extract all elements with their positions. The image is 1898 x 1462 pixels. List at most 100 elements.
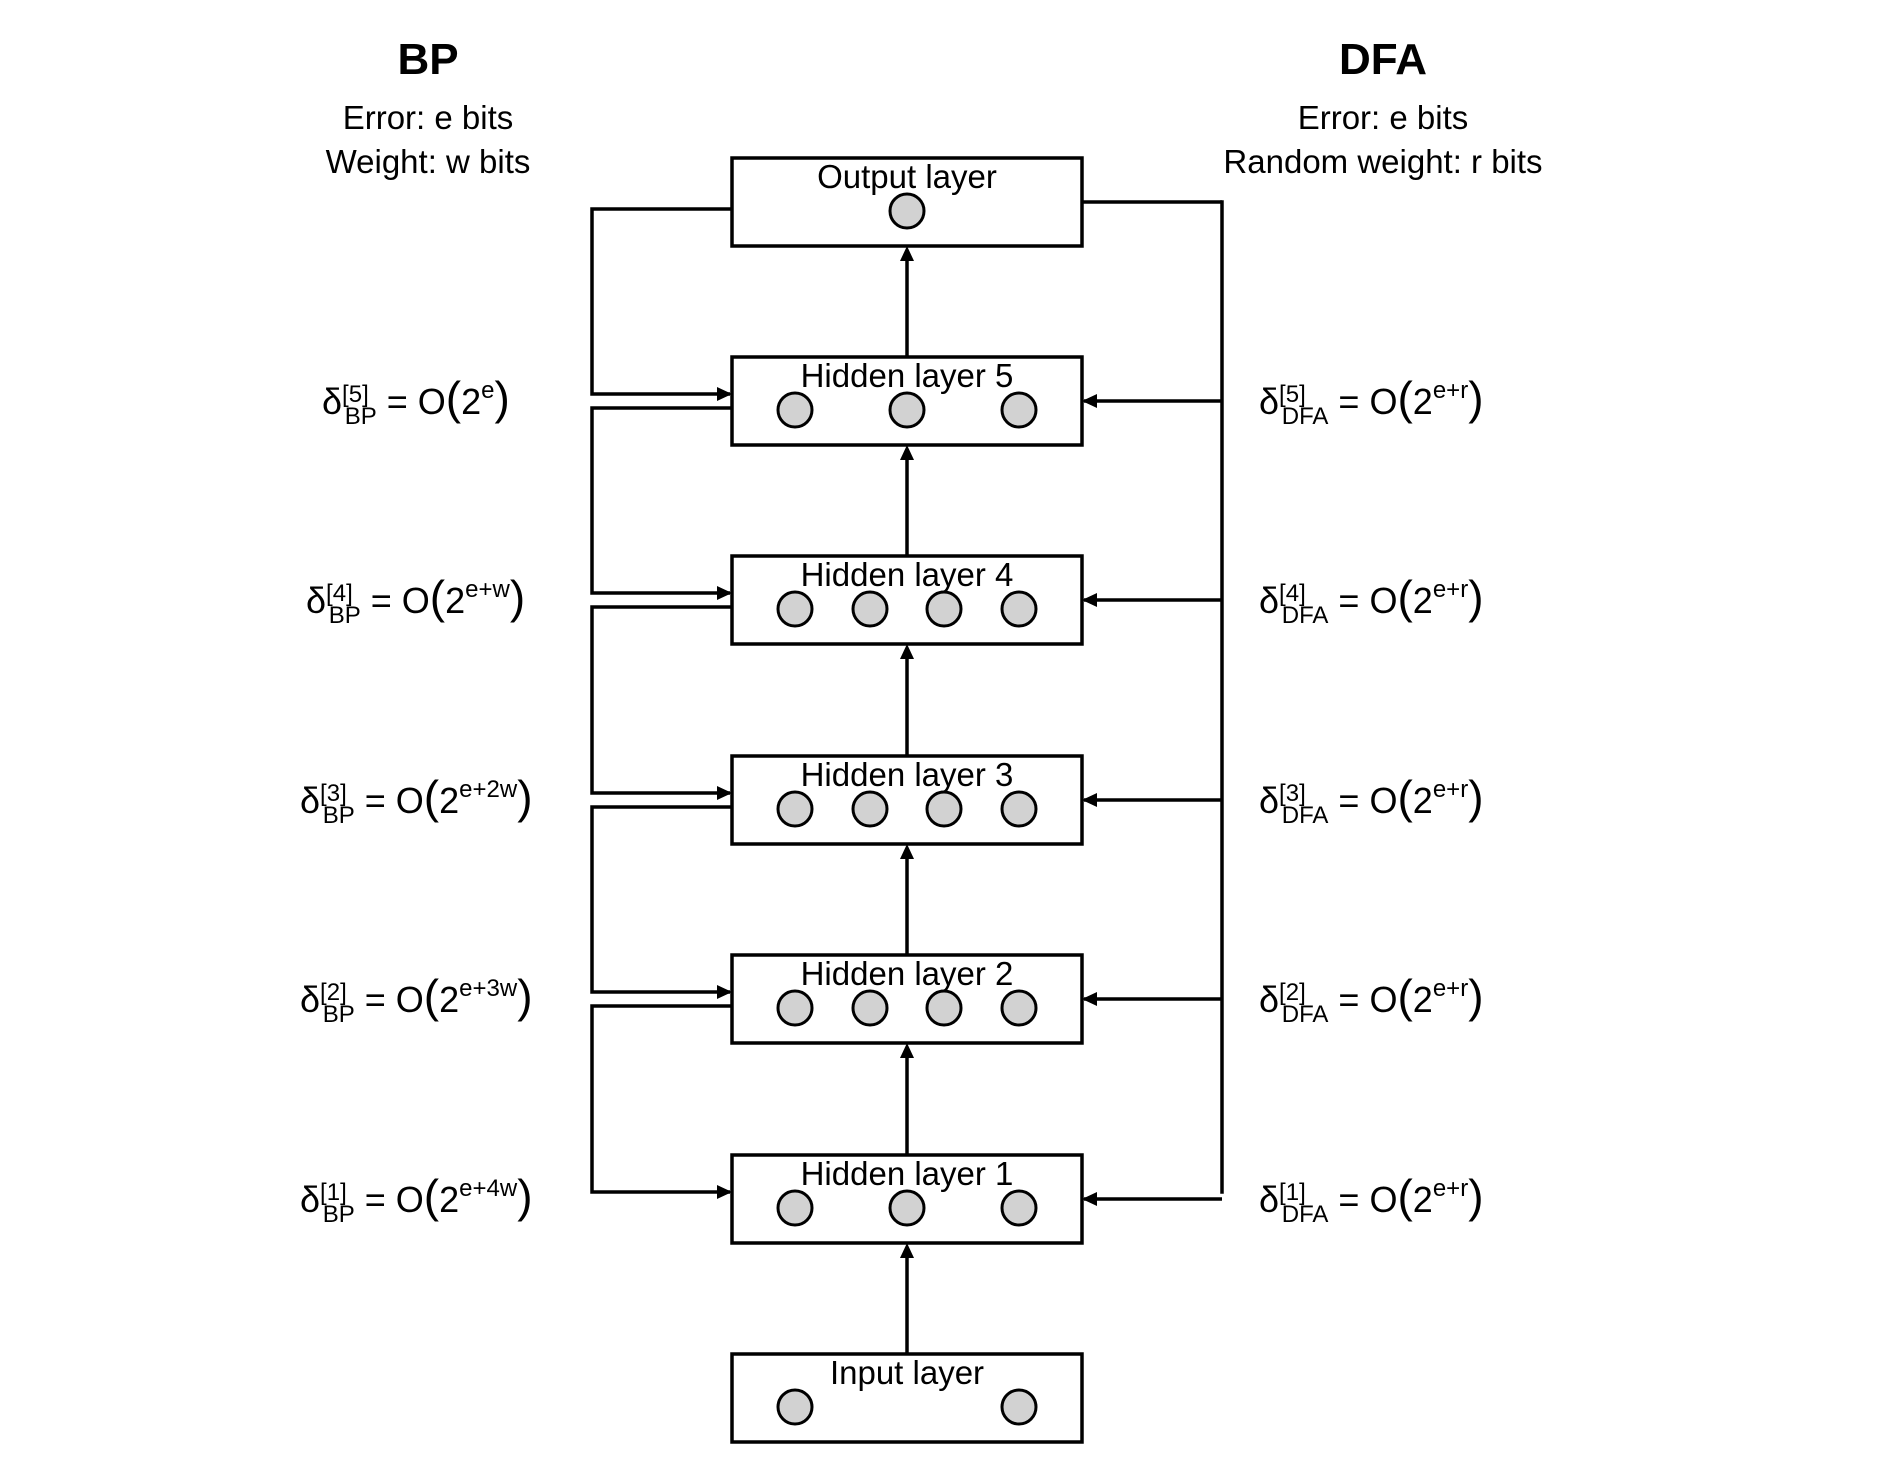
bp-delta-equation: δ[5]BP = O(2e) xyxy=(322,372,510,430)
equation-part: ( xyxy=(424,1170,440,1222)
equation-part: 2 xyxy=(439,780,459,821)
neuron xyxy=(851,989,889,1027)
bp-delta-equations: δ[5]BP = O(2e)δ[4]BP = O(2e+w)δ[3]BP = O… xyxy=(300,372,533,1228)
equation-part: δ xyxy=(300,1179,320,1220)
bp-feedback-path xyxy=(590,605,732,795)
dfa-weight-bits: Random weight: r bits xyxy=(1223,143,1542,180)
dfa-title: DFA xyxy=(1339,35,1427,84)
bp-feedback-arrowhead xyxy=(717,1185,732,1199)
equation-part: ( xyxy=(1397,970,1413,1022)
neuron xyxy=(776,790,814,828)
equation-part: O xyxy=(396,780,424,821)
layer-label: Hidden layer 3 xyxy=(801,756,1014,793)
equation-part: 2 xyxy=(445,580,465,621)
neuron xyxy=(776,1388,814,1426)
bp-feedback-arrowhead xyxy=(717,387,732,401)
equation-part: [1] xyxy=(1279,1179,1306,1206)
equation-part: 2 xyxy=(1413,1179,1433,1220)
layer-box: Hidden layer 3 xyxy=(730,754,1084,846)
feedback-wires xyxy=(590,200,1224,1354)
equation-part: ) xyxy=(1468,571,1483,623)
layer-box: Hidden layer 1 xyxy=(730,1153,1084,1245)
layer-label: Hidden layer 1 xyxy=(801,1155,1014,1192)
bp-weight-bits: Weight: w bits xyxy=(326,143,531,180)
dfa-delta-equation: δ[2]DFA = O(2e+r) xyxy=(1259,970,1484,1028)
dfa-delta-equation: δ[1]DFA = O(2e+r) xyxy=(1259,1170,1484,1228)
neuron xyxy=(1000,989,1038,1027)
forward-arrowhead xyxy=(900,1043,914,1058)
forward-arrowhead xyxy=(900,246,914,261)
equation-part: ) xyxy=(1468,970,1483,1022)
equation-part: ) xyxy=(495,372,510,424)
equation-part: O xyxy=(418,381,446,422)
equation-part: ( xyxy=(424,970,440,1022)
bp-delta-equation: δ[4]BP = O(2e+w) xyxy=(306,571,525,629)
neuron xyxy=(1000,790,1038,828)
layer-box: Input layer xyxy=(730,1352,1084,1444)
equation-part: ( xyxy=(430,571,446,623)
neuron xyxy=(925,989,963,1027)
equation-part: DFA xyxy=(1282,802,1329,829)
equation-part: 2 xyxy=(439,1179,459,1220)
neuron xyxy=(776,590,814,628)
equation-part: DFA xyxy=(1282,1201,1329,1228)
layer-box: Hidden layer 4 xyxy=(730,554,1084,646)
equation-part: ( xyxy=(1397,771,1413,823)
layer-box: Hidden layer 5 xyxy=(730,355,1084,447)
equation-part: ( xyxy=(1397,372,1413,424)
equation-part: DFA xyxy=(1282,403,1329,430)
equation-part: = xyxy=(1328,780,1369,821)
equation-part: = xyxy=(377,381,418,422)
equation-part: [3] xyxy=(320,780,347,807)
dfa-delta-equation: δ[4]DFA = O(2e+r) xyxy=(1259,571,1484,629)
equation-part: δ xyxy=(300,979,320,1020)
equation-part: BP xyxy=(323,1001,355,1028)
equation-part: [4] xyxy=(1279,580,1306,607)
equation-part: ( xyxy=(424,771,440,823)
layer-box: Hidden layer 2 xyxy=(730,953,1084,1045)
equation-part: ) xyxy=(517,970,532,1022)
equation-part: = xyxy=(355,780,396,821)
equation-part: = xyxy=(1328,580,1369,621)
neuron xyxy=(851,590,889,628)
equation-part: O xyxy=(1369,381,1397,422)
equation-part: ) xyxy=(1468,372,1483,424)
equation-part: [5] xyxy=(1279,381,1306,408)
equation-part: = xyxy=(1328,381,1369,422)
bp-feedback-path xyxy=(590,406,732,595)
equation-part: e+w xyxy=(465,576,510,603)
bp-delta-equation: δ[2]BP = O(2e+3w) xyxy=(300,970,533,1028)
equation-part: O xyxy=(396,1179,424,1220)
neuron xyxy=(888,1189,926,1227)
dfa-feedback-arrowhead xyxy=(1082,793,1097,807)
equation-part: = xyxy=(361,580,402,621)
equation-part: BP xyxy=(345,403,377,430)
bp-header: BP Error: e bits Weight: w bits xyxy=(326,35,531,180)
equation-part: O xyxy=(1369,580,1397,621)
dfa-feedback-arrowhead xyxy=(1082,992,1097,1006)
equation-part: [2] xyxy=(320,979,347,1006)
equation-part: δ xyxy=(1259,780,1279,821)
bp-delta-equation: δ[1]BP = O(2e+4w) xyxy=(300,1170,533,1228)
neuron xyxy=(776,989,814,1027)
equation-part: ) xyxy=(510,571,525,623)
equation-part: [2] xyxy=(1279,979,1306,1006)
equation-part: δ xyxy=(1259,381,1279,422)
equation-part: ( xyxy=(1397,571,1413,623)
dfa-feedback-arrowhead xyxy=(1082,1192,1097,1206)
equation-part: O xyxy=(1369,1179,1397,1220)
equation-part: BP xyxy=(323,1201,355,1228)
equation-part: O xyxy=(396,979,424,1020)
equation-part: BP xyxy=(323,802,355,829)
equation-part: = xyxy=(355,979,396,1020)
equation-part: e+4w xyxy=(459,1175,518,1202)
layer-label: Output layer xyxy=(817,158,997,195)
forward-arrowhead xyxy=(900,445,914,460)
dfa-delta-equation: δ[5]DFA = O(2e+r) xyxy=(1259,372,1484,430)
layer-box: Output layer xyxy=(730,156,1084,248)
equation-part: e+r xyxy=(1433,776,1468,803)
neuron xyxy=(1000,1388,1038,1426)
equation-part: = xyxy=(1328,979,1369,1020)
equation-part: [1] xyxy=(320,1179,347,1206)
neuron xyxy=(851,790,889,828)
